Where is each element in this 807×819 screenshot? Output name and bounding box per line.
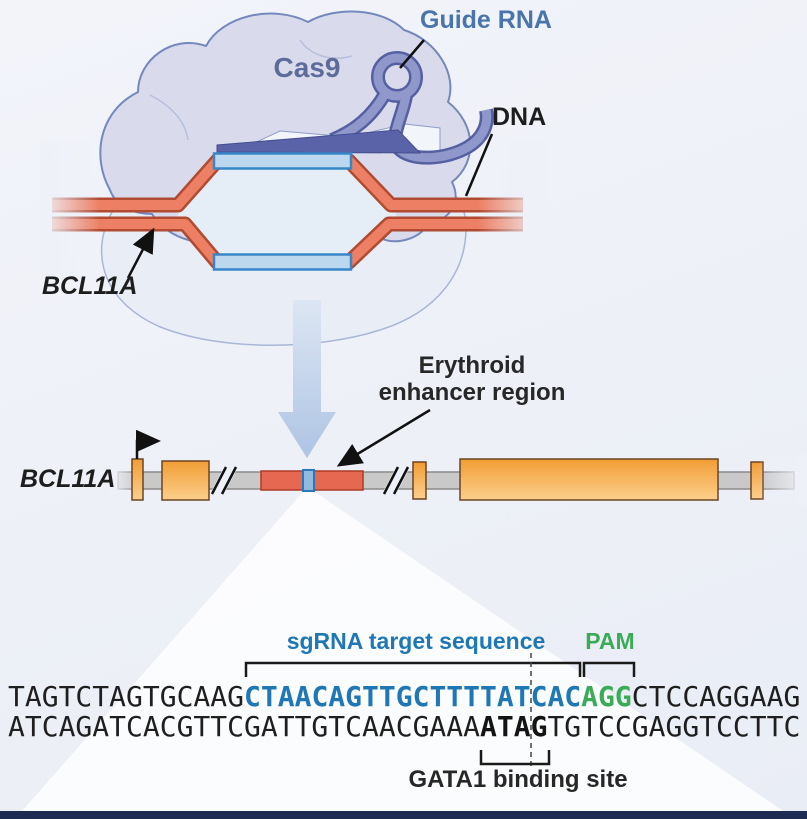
figure-bottom-rule	[0, 811, 807, 819]
seq-sgrna-target: CTAACAGTTGCTTTTATCAC	[244, 680, 582, 713]
seq-bottom-flank-right: TGTCCGAGGTCCTTC	[547, 710, 801, 743]
seq-top-flank-left: TAGTCTAGTGCAAG	[8, 680, 245, 713]
guide-rna-leg-right-inner	[390, 95, 492, 163]
exon	[161, 460, 210, 501]
track-break	[210, 466, 238, 495]
dna-label: DNA	[492, 103, 547, 131]
cas9-label: Cas9	[273, 52, 341, 83]
bcl11a-gene-track-label: BCL11A	[20, 465, 116, 493]
erythroid-enhancer-label-line1: Erythroid	[418, 352, 526, 379]
cas9-channel	[178, 158, 396, 266]
guide-rna-leader-line	[399, 39, 425, 69]
exon	[131, 458, 144, 501]
track-break	[382, 466, 410, 495]
cas9-crease	[149, 94, 189, 141]
seq-gata1-site: ATAG	[480, 710, 548, 743]
erythroid-enhancer-label: Erythroid enhancer region	[372, 352, 572, 406]
erythroid-enhancer-label-line2: enhancer region	[378, 379, 566, 406]
gata1-bracket	[479, 750, 551, 766]
dna-fade-left	[40, 140, 100, 280]
enhancer-pointer-arrow	[336, 408, 431, 467]
seq-top-flank-right: CTCCAGGAAG	[631, 680, 801, 713]
dna-fade-right	[478, 140, 546, 280]
pam-bracket	[582, 661, 636, 677]
bcl11a-pointer-arrow	[126, 227, 155, 279]
gene-track-fade-right	[758, 455, 807, 505]
seq-pam: AGG	[581, 680, 632, 713]
sequence-bottom-strand: ATCAGATCACGTTCGATTGTCAACGAAAATAGTGTCCGAG…	[8, 712, 800, 742]
target-box-bottom	[212, 253, 353, 271]
guide-rna-loop-inner	[373, 53, 421, 101]
down-arrow	[278, 300, 336, 458]
enhancer-target-mark	[302, 469, 315, 492]
transcription-start-arrow	[135, 429, 161, 459]
target-box-top	[212, 152, 353, 170]
pam-label: PAM	[585, 628, 635, 654]
exon	[459, 458, 719, 501]
sgrna-target-sequence-label: sgRNA target sequence	[286, 628, 546, 654]
seq-bottom-flank-left: ATCAGATCACGTTCGATTGTCAACGAAA	[8, 710, 481, 743]
gata1-binding-site-label: GATA1 binding site	[408, 766, 628, 793]
cas9-crease	[299, 39, 353, 59]
dna-leader-line	[464, 133, 494, 197]
sgrna-bracket	[244, 661, 582, 677]
magnifier-wedge	[15, 492, 795, 819]
guide-rna-label: Guide RNA	[420, 6, 552, 34]
bcl11a-gene-label-top: BCL11A	[42, 272, 138, 300]
exon	[412, 461, 427, 500]
guide-rna-spacer	[216, 129, 422, 154]
sequence-top-strand: TAGTCTAGTGCAAGCTAACAGTTGCTTTTATCACAGGCTC…	[8, 682, 800, 712]
